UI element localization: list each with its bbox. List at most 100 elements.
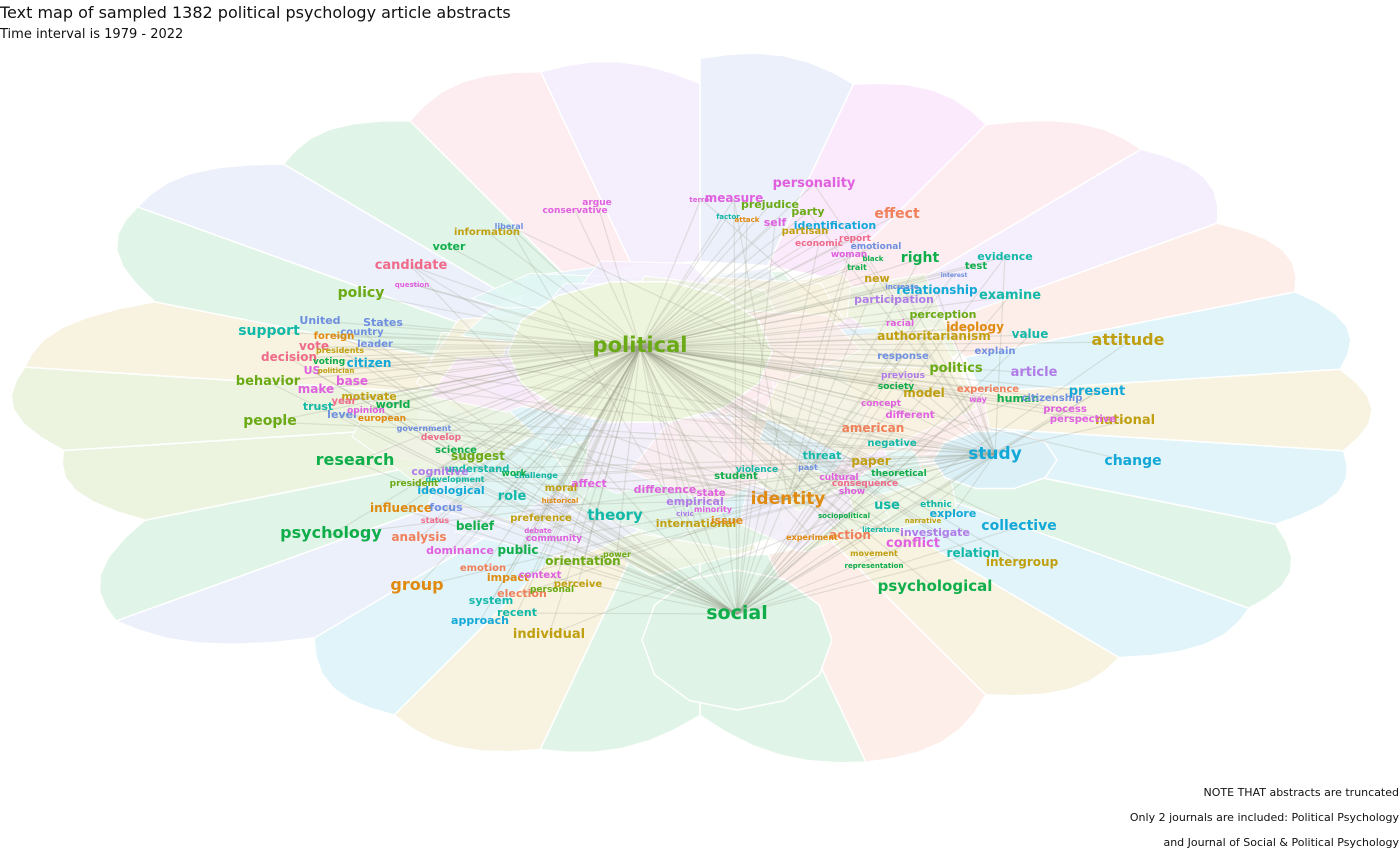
note-line: Only 2 journals are included: Political … (1129, 811, 1399, 824)
word-label: show (839, 487, 865, 497)
edge (639, 290, 938, 348)
word-label: conservative (542, 206, 607, 216)
edge (535, 453, 996, 476)
edge (639, 346, 697, 525)
edge (639, 346, 840, 478)
note-line: and Journal of Social & Political Psycho… (1163, 836, 1399, 849)
edge (695, 498, 789, 525)
edge (639, 237, 856, 348)
social-cell (641, 569, 833, 711)
edge (413, 346, 641, 484)
notes: NOTE THAT abstracts are truncated Only 2… (939, 786, 1399, 861)
word-label: test (965, 261, 988, 272)
edge (639, 204, 771, 348)
word-label: question (395, 281, 429, 289)
edge (736, 428, 874, 615)
word-label: past (798, 463, 818, 472)
word-label: evidence (977, 250, 1033, 263)
edge (416, 498, 789, 588)
edge (333, 335, 789, 500)
edge (548, 346, 641, 636)
word-label: belief (456, 519, 495, 533)
edge (639, 346, 1084, 420)
word-label: movement (850, 549, 898, 558)
edge (639, 230, 806, 348)
edge (351, 381, 996, 455)
word-label: election (497, 587, 547, 600)
edge (477, 346, 641, 458)
word-label: party (791, 205, 824, 218)
edge (639, 346, 712, 494)
word-label: action (829, 528, 871, 542)
edge (639, 346, 874, 430)
edge (977, 398, 996, 455)
word-label: measure (705, 191, 763, 205)
edge (639, 225, 836, 348)
edge (639, 215, 729, 348)
word-label: country (340, 327, 384, 338)
word-label: paper (851, 454, 890, 468)
edge (392, 346, 641, 406)
edge (639, 222, 776, 348)
word-label: ethnic (920, 500, 952, 510)
edge (341, 414, 738, 615)
edge (639, 245, 877, 348)
word-label: investigate (900, 526, 970, 539)
edge (639, 346, 914, 545)
word-label: response (877, 351, 929, 362)
word-label: liberal (495, 222, 524, 231)
edge (328, 346, 641, 362)
edge (459, 346, 641, 552)
edge (639, 346, 911, 416)
edge (787, 476, 840, 500)
edge (639, 336, 935, 348)
edge (486, 231, 641, 348)
word-label: relation (947, 546, 1000, 560)
edge (639, 346, 1019, 400)
edge (736, 526, 1020, 615)
edge (813, 183, 996, 455)
word-label: policy (338, 285, 385, 301)
edge (382, 322, 641, 348)
edge (474, 346, 641, 528)
word-label: dominance (426, 544, 494, 557)
edge (736, 461, 872, 615)
edge (639, 346, 888, 507)
word-label: issue (711, 514, 743, 527)
edge (639, 346, 1126, 422)
word-label: political (593, 333, 688, 357)
inner-cells (351, 260, 1058, 711)
edge (736, 253, 850, 615)
edge (639, 346, 696, 503)
cell (762, 365, 978, 461)
edge (423, 427, 789, 500)
edge (736, 391, 1098, 615)
edge (736, 222, 776, 615)
edge (895, 385, 996, 455)
edge (639, 198, 702, 348)
edge (439, 346, 641, 473)
word-label: personality (773, 176, 856, 191)
word-label: work (502, 469, 528, 479)
edge (639, 346, 882, 404)
edge (582, 453, 996, 563)
word-label: status (421, 516, 450, 525)
word-label: identity (751, 489, 826, 509)
co-occurrence-edges (267, 183, 1134, 636)
edge (507, 453, 996, 579)
edge (736, 472, 900, 615)
edge (639, 346, 989, 390)
word-label: role (498, 489, 527, 504)
edge (736, 553, 974, 615)
edge (639, 346, 974, 555)
edge (343, 346, 641, 402)
edge (311, 370, 738, 615)
edge (553, 346, 641, 539)
edge (341, 414, 996, 455)
edge (517, 346, 641, 552)
edge (639, 346, 813, 538)
edge (736, 388, 989, 615)
word-label: use (874, 498, 900, 513)
edge (639, 346, 1053, 399)
edge (639, 258, 921, 348)
